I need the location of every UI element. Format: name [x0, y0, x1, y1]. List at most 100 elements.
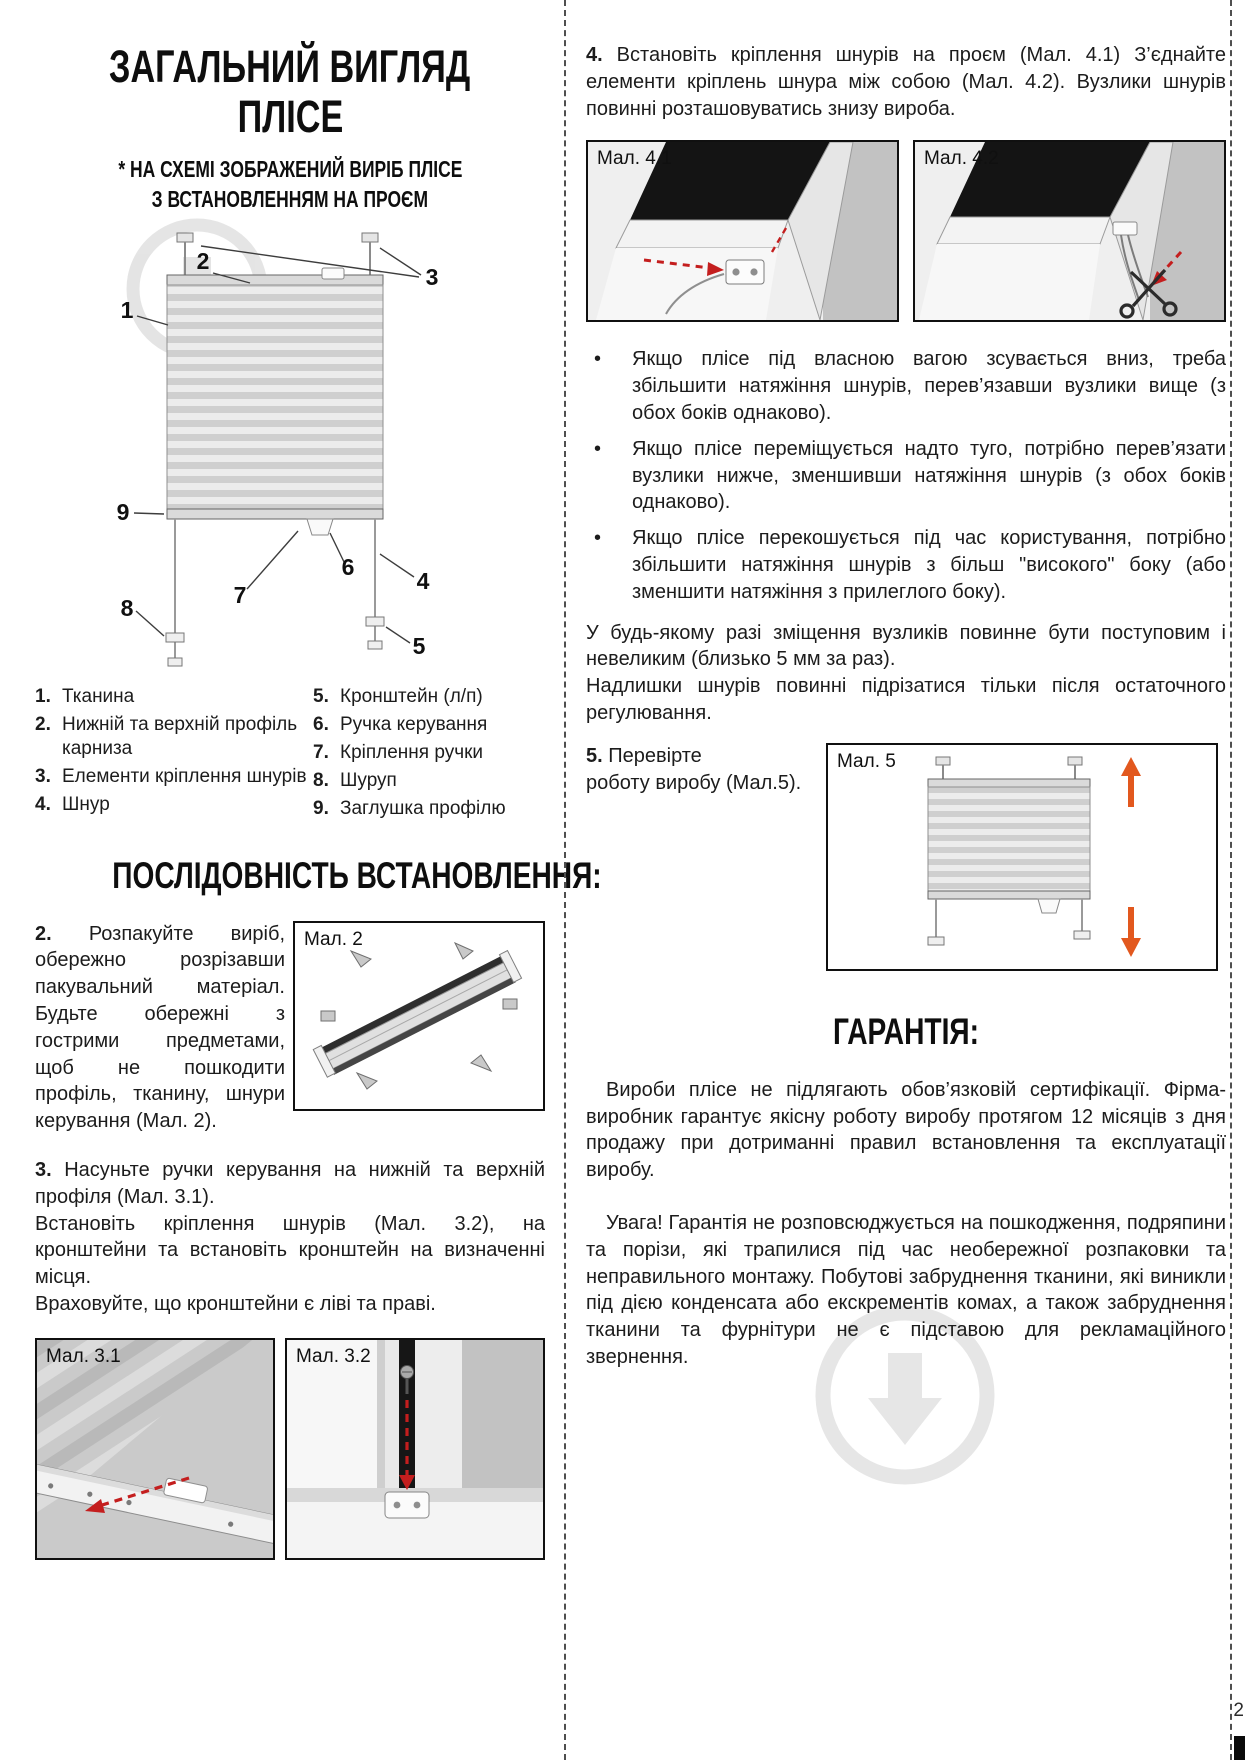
note-paragraph-2: Надлишки шнурів повинні підрізатися тіль…	[586, 675, 1226, 724]
blinds-overview-diagram-wrap: 1 2 3 4 5 6 7 8 9	[35, 217, 545, 677]
bullet-dot: •	[594, 437, 602, 460]
figure-label: Мал. 3.1	[46, 1345, 121, 1367]
folded-blind	[312, 949, 523, 1078]
page-title-line-1: ЗАГАЛЬНИЙ ВИГЛЯД	[109, 41, 471, 92]
callout-6: 6	[342, 554, 355, 580]
cord	[1120, 235, 1140, 301]
top-rail	[927, 778, 1091, 788]
legend-item: 6.Ручка керування	[313, 713, 488, 735]
unpack-arrows	[320, 941, 518, 1090]
callout-8: 8	[121, 595, 134, 621]
cord-anchors	[927, 930, 1091, 946]
bottom-handle	[1037, 898, 1061, 914]
step-3-block: 3. Насуньте ручки керування на нижній та…	[35, 1157, 545, 1318]
bullet-item: • Якщо плісе перекошується під час корис…	[586, 525, 1226, 605]
red-dashed-arrow	[85, 1476, 190, 1513]
bracket	[384, 1491, 430, 1519]
step-3-paragraph-1: 3. Насуньте ручки керування на нижній та…	[35, 1158, 545, 1208]
legend-item: 1.Тканина	[35, 685, 135, 707]
bullet-text: Якщо плісе переміщується надто туго, пот…	[632, 437, 1226, 514]
bullet-dot: •	[594, 527, 602, 550]
page-edge-divider	[1230, 0, 1232, 1760]
legend-item: 4.Шнур	[35, 793, 110, 815]
figure-3-1-image	[37, 1339, 273, 1558]
figure-2-image	[295, 922, 543, 1109]
step-3-paragraph-3: Враховуйте, що кронштейни є ліві та прав…	[35, 1292, 436, 1315]
callout-2: 2	[197, 248, 210, 274]
legend-item: 5.Кронштейн (л/п)	[313, 685, 483, 707]
bullet-dot: •	[594, 348, 602, 371]
blinds-overview-diagram: 1 2 3 4 5 6 7 8 9	[117, 218, 439, 667]
step-2-row: 2. Розпакуйте виріб, обережно розрізавши…	[35, 920, 545, 1135]
subtitle: * НА СХЕМІ ЗОБРАЖЕНИЙ ВИРІБ ПЛІСЕ З ВСТА…	[35, 155, 545, 213]
subtitle-line-1: * НА СХЕМІ ЗОБРАЖЕНИЙ ВИРІБ ПЛІСЕ	[117, 155, 463, 182]
figure-4-1-image	[588, 142, 897, 321]
figure-label: Мал. 3.2	[296, 1345, 371, 1367]
pleated-fabric	[166, 284, 384, 510]
step-5-row: 5. Перевірте роботу виробу (Мал.5). Мал.…	[586, 742, 1226, 971]
legend-item: 9.Заглушка профілю	[313, 797, 506, 819]
pleated-fabric	[927, 786, 1091, 892]
legend-item: 2.Нижній та верхній профіль карниза	[35, 713, 298, 759]
legend-item: 3.Елементи кріплення шнурів	[35, 765, 307, 787]
bullet-item: • Якщо плісе переміщується надто туго, п…	[586, 436, 1226, 516]
note-paragraph-1: У будь-якому разі зміщення вузликів пови…	[586, 621, 1226, 671]
step-number: 5.	[586, 744, 603, 767]
legend-column-left: 1.Тканина 2.Нижній та верхній профіль ка…	[35, 685, 313, 825]
top-brackets	[176, 232, 379, 243]
figures-3-row: Мал. 3.1	[35, 1337, 545, 1560]
bullet-text: Якщо плісе перекошується під час користу…	[632, 527, 1226, 603]
subtitle-line-2: З ВСТАНОВЛЕННЯМ НА ПРОЄМ	[151, 185, 429, 212]
legend-item: 8.Шуруп	[313, 769, 397, 791]
step-number: 2.	[35, 922, 52, 945]
red-dashed-arrow	[643, 227, 788, 277]
watermark-logo	[815, 1305, 995, 1485]
warranty-paragraph-2: Увага! Гарантія не розповсюджується на п…	[586, 1211, 1226, 1368]
scissors-icon	[1119, 269, 1178, 319]
arrow-up-icon	[1121, 756, 1141, 807]
page-title-line-2: ПЛІСЕ	[237, 91, 343, 143]
warranty-paragraph-1: Вироби плісе не підлягають обов’язковій …	[586, 1078, 1226, 1182]
adjustment-bullet-list: • Якщо плісе під власною вагою зсуваєтьс…	[586, 346, 1226, 605]
figure-label: Мал. 4.2	[924, 148, 999, 170]
figure-4-1: Мал. 4.1	[586, 140, 899, 323]
sequence-heading: ПОСЛІДОВНІСТЬ ВСТАНОВЛЕННЯ:	[112, 854, 602, 896]
arrow-down-icon	[1121, 906, 1141, 957]
bottom-rail	[927, 890, 1091, 900]
cord-bracket	[725, 259, 765, 285]
cord-bracket	[1112, 221, 1138, 236]
figures-4-row: Мал. 4.1	[586, 140, 1226, 323]
callout-leader-lines	[133, 245, 422, 644]
legend-column-right: 5.Кронштейн (л/п) 6.Ручка керування 7.Кр…	[313, 685, 545, 825]
corner-print-mark	[1234, 1736, 1245, 1760]
figure-4-2-image	[915, 142, 1224, 321]
bullet-text: Якщо плісе під власною вагою зсувається …	[632, 348, 1226, 424]
screw-icon	[400, 1364, 414, 1394]
right-column: 4. Встановіть кріплення шнурів на проєм …	[586, 42, 1226, 1371]
legend-item: 7.Кріплення ручки	[313, 741, 484, 763]
legend: 1.Тканина 2.Нижній та верхній профіль ка…	[35, 685, 545, 825]
figure-2: Мал. 2	[293, 920, 545, 1111]
page-number: 2	[1233, 1700, 1244, 1721]
figure-5: Мал. 5	[826, 742, 1218, 971]
figure-5-image	[828, 744, 1216, 969]
figure-3-1: Мал. 3.1	[35, 1337, 275, 1560]
step-number: 4.	[586, 44, 603, 66]
step-3-paragraph-2: Встановіть кріплення шнурів (Мал. 3.2), …	[35, 1212, 545, 1289]
step-5-paragraph: 5. Перевірте роботу виробу (Мал.5).	[586, 744, 802, 794]
callout-3: 3	[426, 264, 439, 290]
step-2-paragraph: 2. Розпакуйте виріб, обережно розрізавши…	[35, 922, 285, 1133]
cord	[665, 273, 725, 315]
callout-4: 4	[417, 568, 430, 594]
warranty-heading: ГАРАНТІЯ:	[833, 1010, 979, 1052]
bullet-item: • Якщо плісе під власною вагою зсуваєтьс…	[586, 346, 1226, 426]
figure-3-2: Мал. 3.2	[285, 1337, 545, 1560]
left-column: ЗАГАЛЬНИЙ ВИГЛЯД ПЛІСЕ * НА СХЕМІ ЗОБРАЖ…	[35, 41, 602, 1560]
cords	[935, 898, 1083, 937]
callout-7: 7	[234, 582, 247, 608]
callout-5: 5	[413, 633, 426, 659]
notes-block: У будь-якому разі зміщення вузликів пови…	[586, 620, 1226, 727]
bottom-rail	[166, 508, 384, 520]
step-4-paragraph: 4. Встановіть кріплення шнурів на проєм …	[586, 44, 1226, 120]
top-rail	[166, 274, 384, 286]
